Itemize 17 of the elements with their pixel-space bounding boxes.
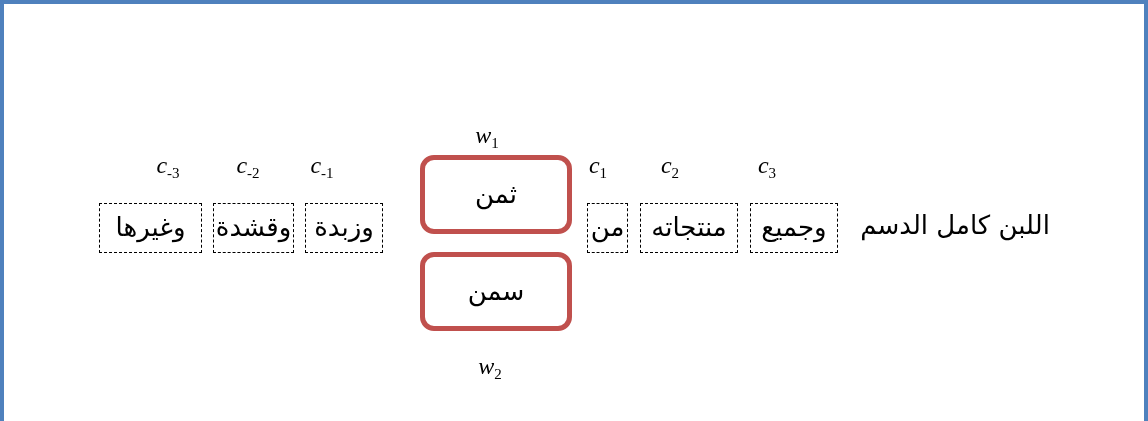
- sentence-text: اللبن كامل الدسم: [860, 210, 1050, 242]
- variable-label: c$_{2}$: [660, 152, 680, 182]
- variable-label: c$_{-2}$: [236, 152, 260, 182]
- variable-label: c$_{1}$: [588, 152, 608, 182]
- candidate-box: سمن: [420, 252, 572, 331]
- word-box: وجميع: [750, 203, 838, 253]
- word-box: وغيرها: [99, 203, 202, 253]
- candidate-box: ثمن: [420, 155, 572, 234]
- variable-label: c$_{3}$: [757, 152, 777, 182]
- word-box: منتجاته: [640, 203, 738, 253]
- word-box: وزبدة: [305, 203, 383, 253]
- variable-label: c$_{-1}$: [310, 152, 334, 182]
- variable-label: w$_{2}$: [478, 353, 502, 383]
- word-box: من: [587, 203, 628, 253]
- word-box: وقشدة: [213, 203, 294, 253]
- variable-label: w$_{1}$: [475, 122, 499, 152]
- variable-label: c$_{-3}$: [156, 152, 180, 182]
